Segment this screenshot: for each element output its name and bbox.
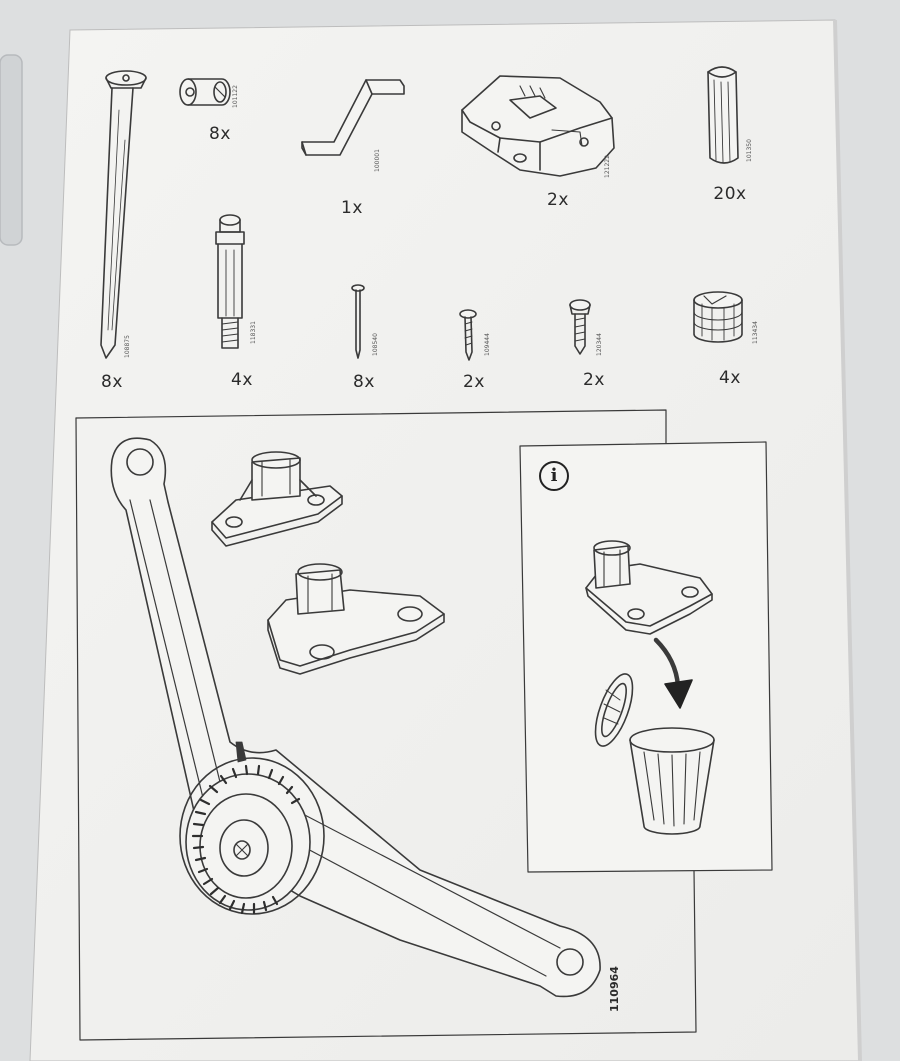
part-quantity: 4x	[231, 370, 253, 390]
part-quantity: 4x	[719, 368, 741, 388]
short-screw-icon	[459, 309, 477, 361]
part-quantity: 8x	[209, 124, 231, 144]
mounting-bracket-icon	[585, 540, 713, 635]
info-icon: i	[539, 461, 569, 491]
allen-key-icon	[301, 79, 405, 156]
part-quantity: 2x	[463, 372, 485, 392]
part-code: 109444	[484, 333, 491, 356]
part-code: 121222	[604, 155, 611, 178]
cam-dowel-icon	[179, 78, 231, 106]
connector-bolt-icon	[215, 214, 245, 349]
part-code: 108875	[124, 335, 131, 358]
lift-arm-icon	[110, 437, 601, 998]
part-quantity: 8x	[101, 372, 123, 392]
hinge-plate-icon	[461, 75, 615, 177]
wood-dowel-icon	[707, 66, 739, 164]
part-code: 100001	[374, 149, 381, 172]
part-quantity: 20x	[713, 184, 747, 204]
part-quantity: 2x	[583, 370, 605, 390]
discard-arrow-icon	[653, 637, 693, 709]
mounting-bracket-icon	[267, 563, 445, 675]
part-quantity: 1x	[341, 198, 363, 218]
part-code: 108540	[372, 333, 379, 356]
nail-icon	[351, 284, 365, 359]
arm-part-code: 110964	[608, 966, 621, 1012]
part-code: 113434	[752, 321, 759, 344]
dial-ticks	[191, 764, 301, 915]
cam-lock-icon	[693, 291, 743, 343]
trash-bin-icon	[594, 673, 715, 835]
part-code: 101122	[232, 85, 239, 108]
long-bolt-icon	[100, 70, 147, 359]
part-code: 120344	[596, 333, 603, 356]
mounting-bracket-icon	[211, 451, 343, 547]
part-quantity: 2x	[547, 190, 569, 210]
part-code: 118331	[250, 321, 257, 344]
part-code: 101350	[746, 139, 753, 162]
part-quantity: 8x	[353, 372, 375, 392]
assembly-panels	[75, 409, 773, 1041]
torx-screw-icon	[569, 299, 591, 355]
